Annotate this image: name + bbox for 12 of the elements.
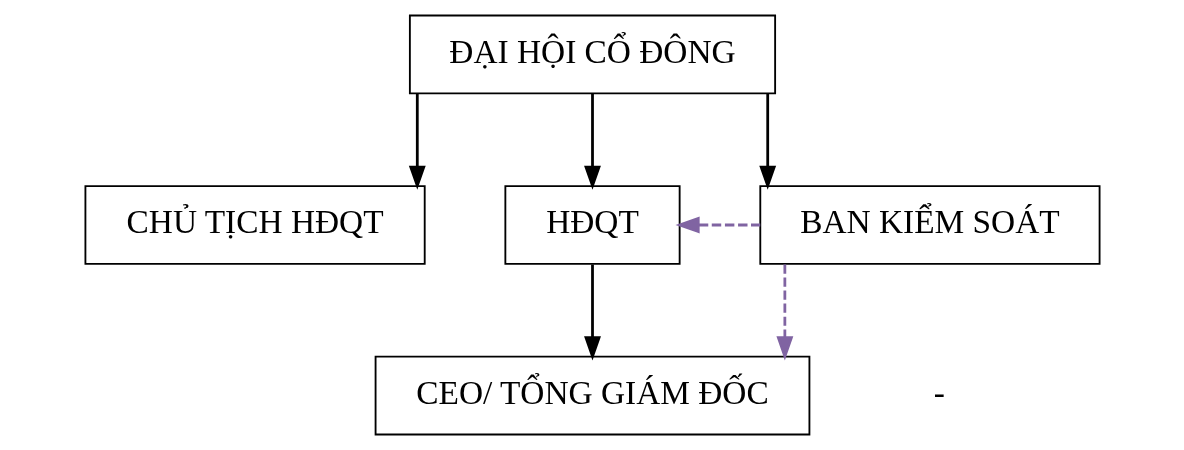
arrow xyxy=(583,264,601,361)
arrow xyxy=(675,216,760,234)
node-box: CEO/ TỔNG GIÁM ĐỐC xyxy=(374,355,810,436)
node-box: CHỦ TỊCH HĐQT xyxy=(84,185,426,265)
label: - xyxy=(933,373,945,411)
arrow xyxy=(583,94,601,190)
node-box: BAN KIỂM SOÁT xyxy=(758,185,1100,265)
arrow xyxy=(758,94,776,190)
node-box: ĐẠI HỘI CỔ ĐÔNG xyxy=(408,14,776,95)
arrow xyxy=(408,94,426,190)
arrow xyxy=(775,264,793,361)
node-box: HĐQT xyxy=(503,185,681,265)
